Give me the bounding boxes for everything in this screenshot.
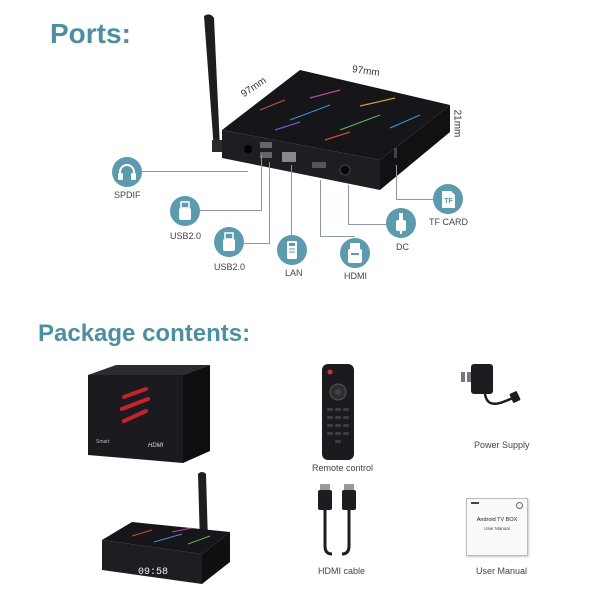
- hdmi-icon: [348, 243, 362, 263]
- hdmi-cable-label: HDMI cable: [318, 566, 366, 576]
- power-supply-image: [461, 364, 521, 405]
- usb1-connector-line: [200, 210, 262, 211]
- ports-heading: Ports:: [50, 18, 131, 49]
- hdmi-label: HDMI: [344, 271, 367, 281]
- dc-connector-line: [348, 185, 349, 225]
- dc-port-icon-circle: [386, 208, 416, 238]
- dc-label: DC: [396, 242, 409, 252]
- hdmi-connector-line: [320, 180, 321, 237]
- usb1-label: USB2.0: [170, 231, 202, 241]
- dimension-height-label: 21mm: [451, 109, 463, 138]
- usb2-label: USB2.0: [214, 262, 246, 272]
- package-contents-heading: Package contents:: [38, 320, 251, 347]
- ethernet-icon: [287, 241, 297, 259]
- svg-text:09:58: 09:58: [138, 567, 168, 578]
- usb-icon: [179, 201, 191, 220]
- tf-card-icon: TF: [442, 191, 455, 208]
- usb2-port-icon-circle: [214, 227, 244, 257]
- hdmi-connector-line-h: [320, 236, 355, 237]
- manual-title: Android TV BOX: [476, 517, 518, 523]
- spdif-port-icon-circle: [112, 157, 142, 187]
- user-manual-label: User Manual: [476, 566, 528, 576]
- headphone-icon: [118, 164, 136, 180]
- tf-card-label: TF CARD: [429, 217, 468, 227]
- svg-text:TF: TF: [444, 198, 453, 205]
- dc-plug-icon: [396, 213, 406, 234]
- usb2-connector-line-v: [269, 162, 270, 244]
- svg-text:HDMI: HDMI: [148, 443, 164, 449]
- hdmi-cable-image: [318, 484, 356, 556]
- tv-box-ports-illustration: [204, 14, 450, 190]
- retail-box-image: Smart HDMI: [88, 365, 210, 463]
- remote-control-label: Remote control: [312, 463, 374, 473]
- spdif-label: SPDIF: [114, 190, 141, 200]
- usb1-connector-line-v: [261, 155, 262, 211]
- dc-connector-line-h: [348, 224, 388, 225]
- lan-port-icon-circle: [277, 235, 307, 265]
- tf-connector-line: [396, 165, 397, 200]
- user-manual-image: Android TV BOX User Manual: [466, 498, 528, 556]
- tf-card-port-icon-circle: TF: [433, 184, 463, 214]
- svg-text:Smart: Smart: [96, 439, 110, 445]
- remote-control-image: [322, 364, 354, 460]
- usb2-connector-line: [244, 243, 270, 244]
- manual-subtitle: User Manual: [484, 526, 510, 531]
- lan-connector-line: [291, 165, 292, 237]
- hdmi-port-icon-circle: [340, 238, 370, 268]
- spdif-connector-line: [140, 171, 248, 172]
- usb-icon: [223, 232, 235, 251]
- usb1-port-icon-circle: [170, 196, 200, 226]
- tf-connector-line-h: [396, 199, 434, 200]
- lan-label: LAN: [285, 268, 303, 278]
- power-supply-label: Power Supply: [474, 440, 530, 450]
- tv-box-device-image: 09:58: [102, 472, 230, 584]
